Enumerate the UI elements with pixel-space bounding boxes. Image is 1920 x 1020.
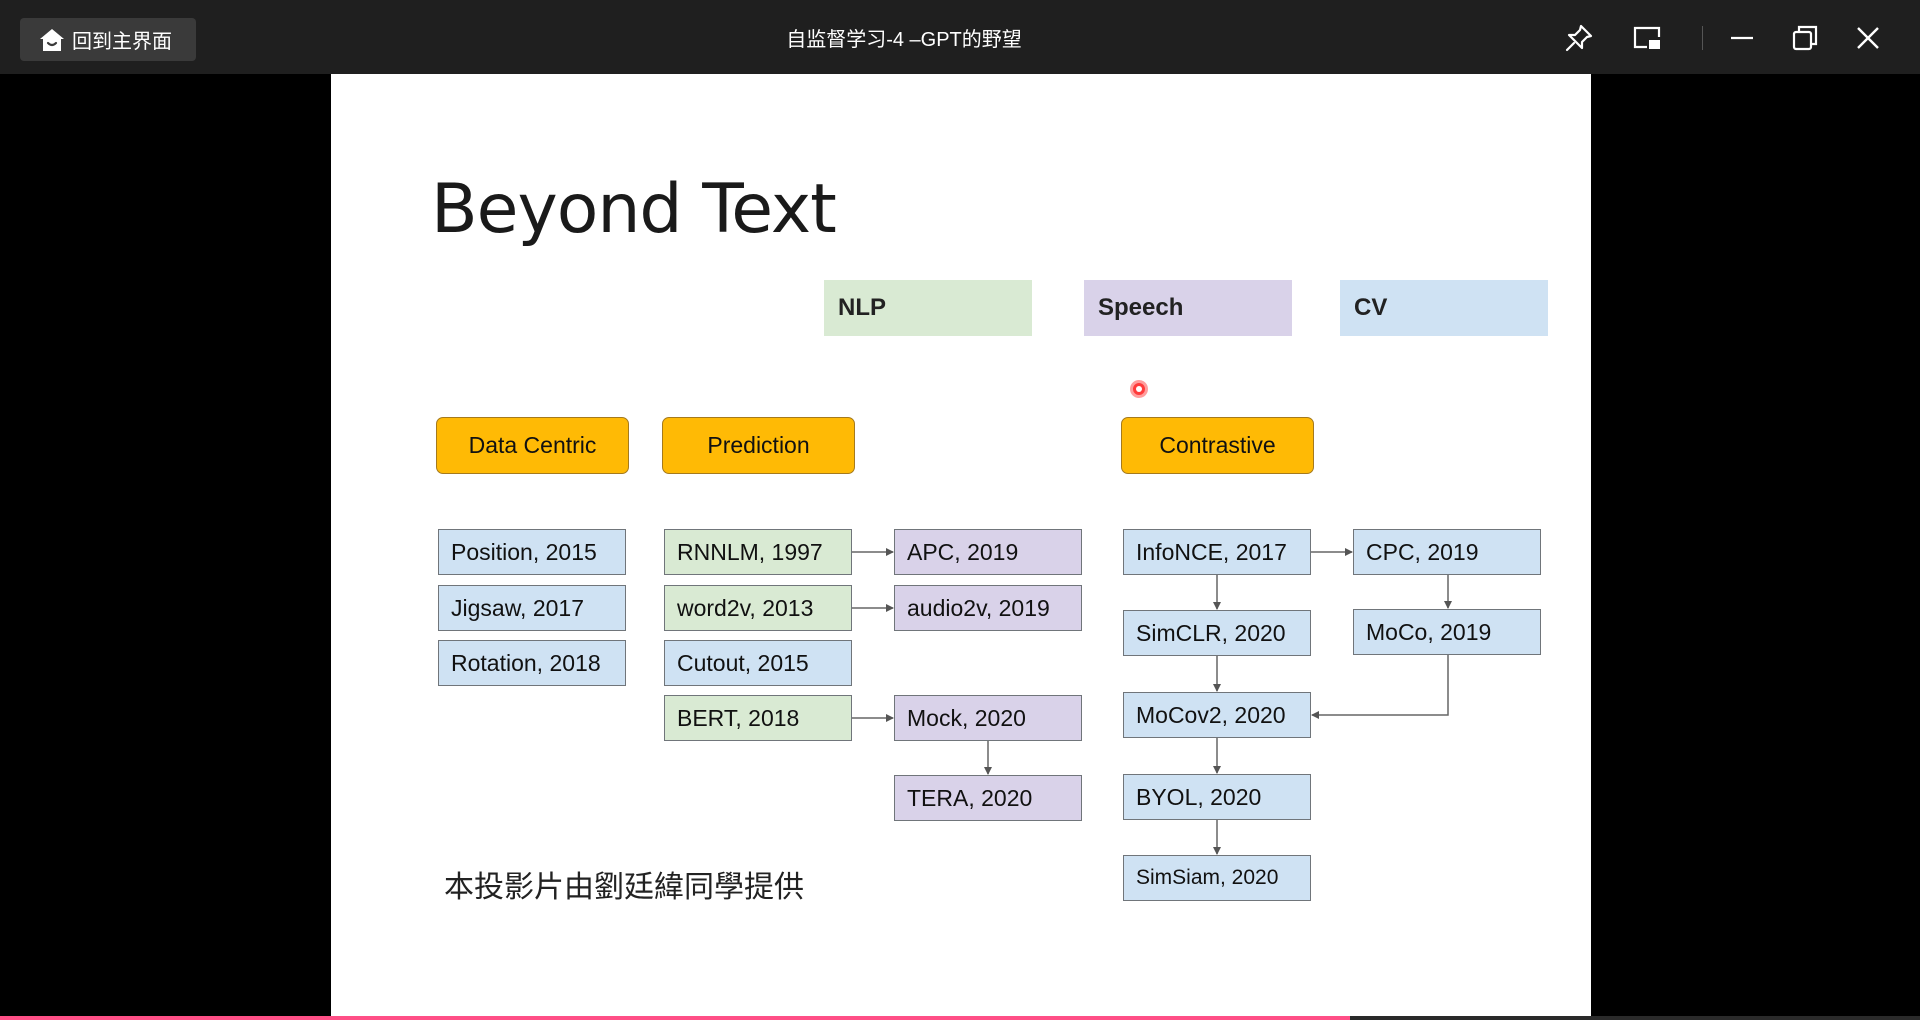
pointer-indicator — [1130, 380, 1148, 398]
box-tera: TERA, 2020 — [894, 775, 1082, 821]
box-rotation: Rotation, 2018 — [438, 640, 626, 686]
box-apc: APC, 2019 — [894, 529, 1082, 575]
slide-title: Beyond Text — [431, 170, 837, 249]
column-header-nlp: NLP — [824, 280, 1032, 336]
box-infonce: InfoNCE, 2017 — [1123, 529, 1311, 575]
title-bar: 回到主界面 自监督学习-4 –GPT的野望 — [0, 0, 1920, 74]
category-data-centric: Data Centric — [436, 417, 629, 474]
box-jigsaw: Jigsaw, 2017 — [438, 585, 626, 631]
restore-icon[interactable] — [1787, 20, 1823, 56]
box-rnnlm: RNNLM, 1997 — [664, 529, 852, 575]
box-cutout: Cutout, 2015 — [664, 640, 852, 686]
category-contrastive: Contrastive — [1121, 417, 1314, 474]
column-header-cv: CV — [1340, 280, 1548, 336]
category-prediction: Prediction — [662, 417, 855, 474]
box-cpc: CPC, 2019 — [1353, 529, 1541, 575]
box-word2v: word2v, 2013 — [664, 585, 852, 631]
box-byol: BYOL, 2020 — [1123, 774, 1311, 820]
box-audio2v: audio2v, 2019 — [894, 585, 1082, 631]
box-bert: BERT, 2018 — [664, 695, 852, 741]
box-moco: MoCo, 2019 — [1353, 609, 1541, 655]
slide-credit: 本投影片由劉廷緯同學提供 — [444, 870, 804, 905]
box-simsiam: SimSiam, 2020 — [1123, 855, 1311, 901]
box-simclr: SimCLR, 2020 — [1123, 610, 1311, 656]
home-icon — [40, 28, 64, 51]
playback-progress-fill — [0, 1016, 1350, 1020]
window-title: 自监督学习-4 –GPT的野望 — [786, 28, 1022, 51]
home-button[interactable]: 回到主界面 — [20, 18, 196, 61]
titlebar-separator — [1702, 26, 1703, 50]
playback-progress-bar[interactable] — [0, 1016, 1920, 1020]
close-icon[interactable] — [1850, 20, 1886, 56]
pin-icon[interactable] — [1561, 20, 1597, 56]
column-header-speech: Speech — [1084, 280, 1292, 336]
box-position: Position, 2015 — [438, 529, 626, 575]
box-mock: Mock, 2020 — [894, 695, 1082, 741]
home-button-label: 回到主界面 — [72, 31, 172, 53]
slide: Beyond Text NLP Speech CV Data Centric P… — [331, 74, 1591, 1020]
box-mocov2: MoCov2, 2020 — [1123, 692, 1311, 738]
minimize-icon[interactable] — [1724, 20, 1760, 56]
picture-in-picture-icon[interactable] — [1629, 20, 1665, 56]
